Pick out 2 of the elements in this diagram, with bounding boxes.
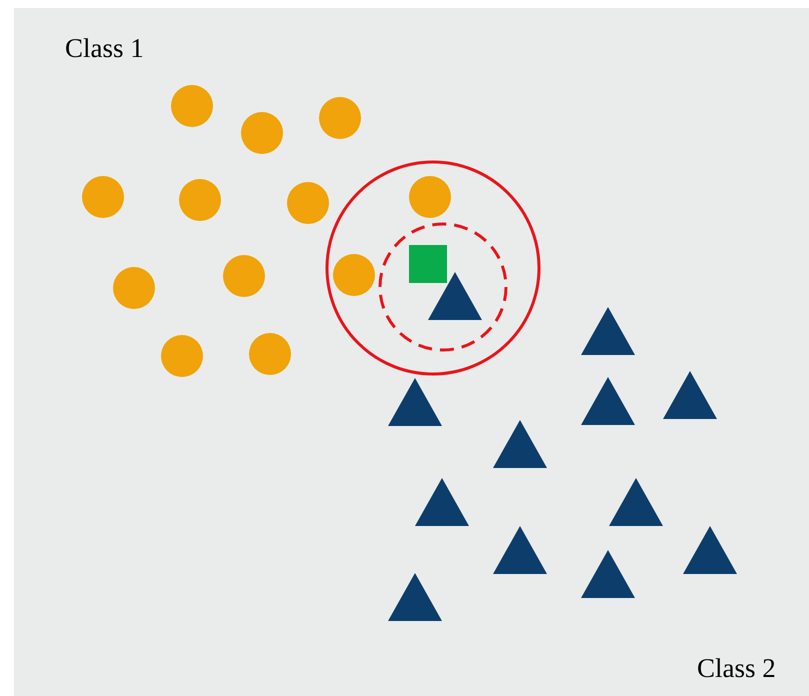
class-label: Class 1 — [65, 32, 144, 65]
class-label: Class 2 — [697, 652, 776, 685]
